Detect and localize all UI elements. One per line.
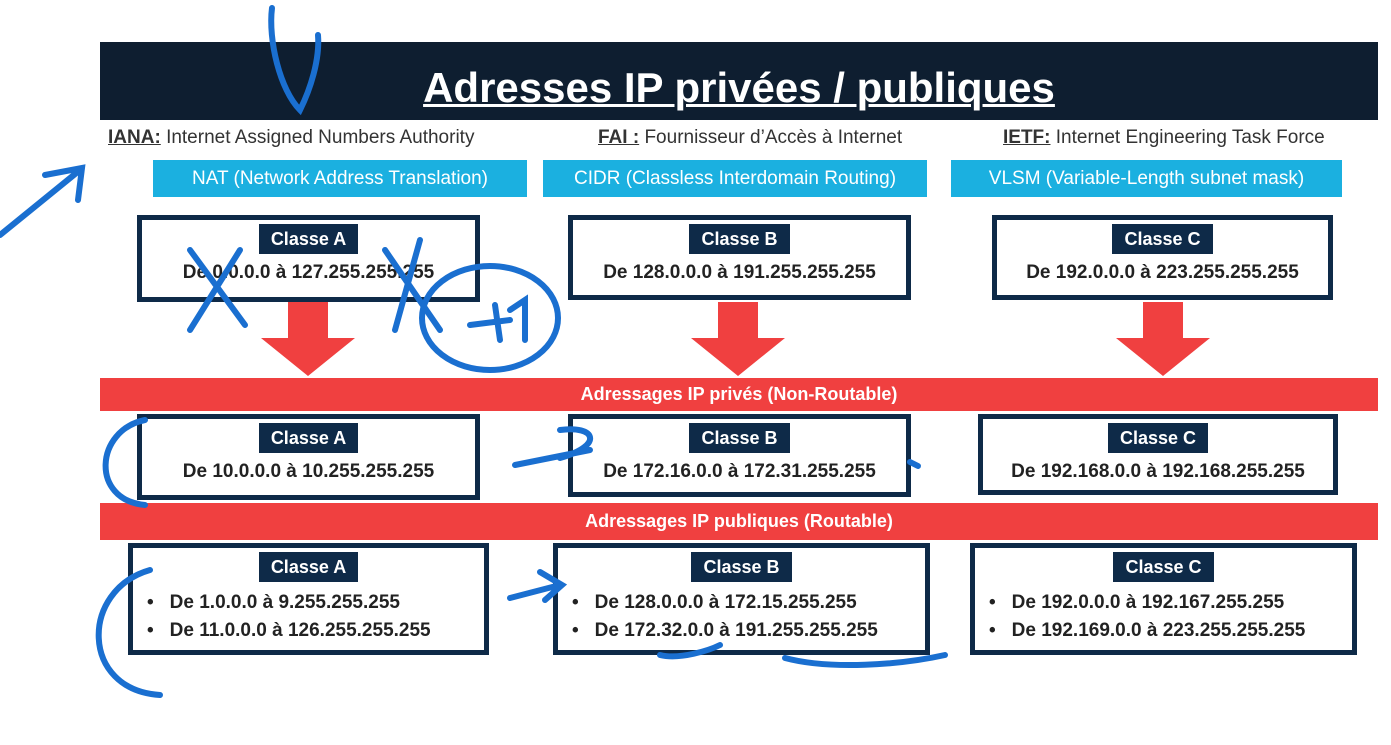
annotation-plus-one: +1 bbox=[482, 327, 484, 329]
class-range: De 128.0.0.0 à 191.255.255.255 bbox=[603, 262, 876, 283]
class-range: De 10.0.0.0 à 10.255.255.255 bbox=[182, 461, 435, 482]
pen-annotations bbox=[0, 5, 948, 698]
range-item: De 11.0.0.0 à 126.255.255.255 bbox=[147, 620, 484, 642]
class-label: Classe C bbox=[1113, 552, 1214, 582]
class-label: Classe B bbox=[689, 224, 790, 254]
class-range: De 0.0.0.0 à 127.255.255.255 bbox=[182, 262, 435, 283]
acronym-abbr: IANA: bbox=[108, 127, 161, 148]
acronym-abbr: FAI : bbox=[598, 127, 640, 148]
acronym-fai: FAI : Fournisseur d’Accès à Internet bbox=[598, 127, 902, 149]
acronym-abbr: IETF: bbox=[1003, 127, 1051, 148]
concept-nat: NAT (Network Address Translation) bbox=[153, 160, 527, 197]
public-class-a-box: Classe A De 1.0.0.0 à 9.255.255.255 De 11.… bbox=[128, 543, 489, 655]
range-item: De 192.0.0.0 à 192.167.255.255 bbox=[989, 592, 1352, 614]
down-arrow-icon bbox=[691, 302, 785, 376]
public-class-b-box: Classe B De 128.0.0.0 à 172.15.255.255 De … bbox=[553, 543, 930, 655]
class-range: De 192.168.0.0 à 192.168.255.255 bbox=[1011, 461, 1305, 482]
down-arrows bbox=[261, 302, 1210, 376]
range-item: De 128.0.0.0 à 172.15.255.255 bbox=[572, 592, 925, 614]
class-label: Classe A bbox=[258, 224, 359, 254]
concept-cidr: CIDR (Classless Interdomain Routing) bbox=[543, 160, 927, 197]
concept-vlsm: VLSM (Variable-Length subnet mask) bbox=[951, 160, 1342, 197]
acronym-iana: IANA: Internet Assigned Numbers Authorit… bbox=[108, 127, 474, 149]
public-class-c-box: Classe C De 192.0.0.0 à 192.167.255.255De… bbox=[970, 543, 1357, 655]
down-arrow-icon bbox=[1116, 302, 1210, 376]
class-b-box: Classe B De 128.0.0.0 à 191.255.255.255 bbox=[568, 215, 911, 300]
class-label: Classe B bbox=[691, 552, 792, 582]
class-label: Classe A bbox=[258, 423, 359, 453]
class-label: Classe C bbox=[1107, 423, 1209, 453]
public-banner: Adressages IP publiques (Routable) bbox=[100, 503, 1378, 540]
class-range: De 172.16.0.0 à 172.31.255.255 bbox=[603, 461, 876, 482]
class-range: De 192.0.0.0 à 223.255.255.255 bbox=[1026, 262, 1299, 283]
private-class-c-box: Classe C De 192.168.0.0 à 192.168.255.255 bbox=[978, 414, 1338, 495]
acronym-full: Fournisseur d’Accès à Internet bbox=[644, 127, 903, 148]
private-banner: Adressages IP privés (Non-Routable) bbox=[100, 378, 1378, 411]
down-arrow-icon bbox=[261, 302, 355, 376]
class-label: Classe C bbox=[1112, 224, 1213, 254]
private-class-a-box: Classe A De 10.0.0.0 à 10.255.255.255 bbox=[137, 414, 480, 500]
slide-title: Adresses IP privées / publiques bbox=[423, 64, 1055, 111]
range-item: De 1.0.0.0 à 9.255.255.255 bbox=[147, 592, 484, 614]
acronym-ietf: IETF: Internet Engineering Task Force bbox=[1003, 127, 1325, 149]
range-item: De 172.32.0.0 à 191.255.255.255 bbox=[572, 620, 925, 642]
class-label: Classe A bbox=[258, 552, 359, 582]
acronym-full: Internet Assigned Numbers Authority bbox=[166, 127, 475, 148]
acronym-full: Internet Engineering Task Force bbox=[1055, 127, 1325, 148]
private-class-b-box: Classe B De 172.16.0.0 à 172.31.255.255 bbox=[568, 414, 911, 497]
range-item: De 192.169.0.0 à 223.255.255.255 bbox=[989, 620, 1352, 642]
class-c-box: Classe C De 192.0.0.0 à 223.255.255.255 bbox=[992, 215, 1333, 300]
class-label: Classe B bbox=[689, 423, 790, 453]
